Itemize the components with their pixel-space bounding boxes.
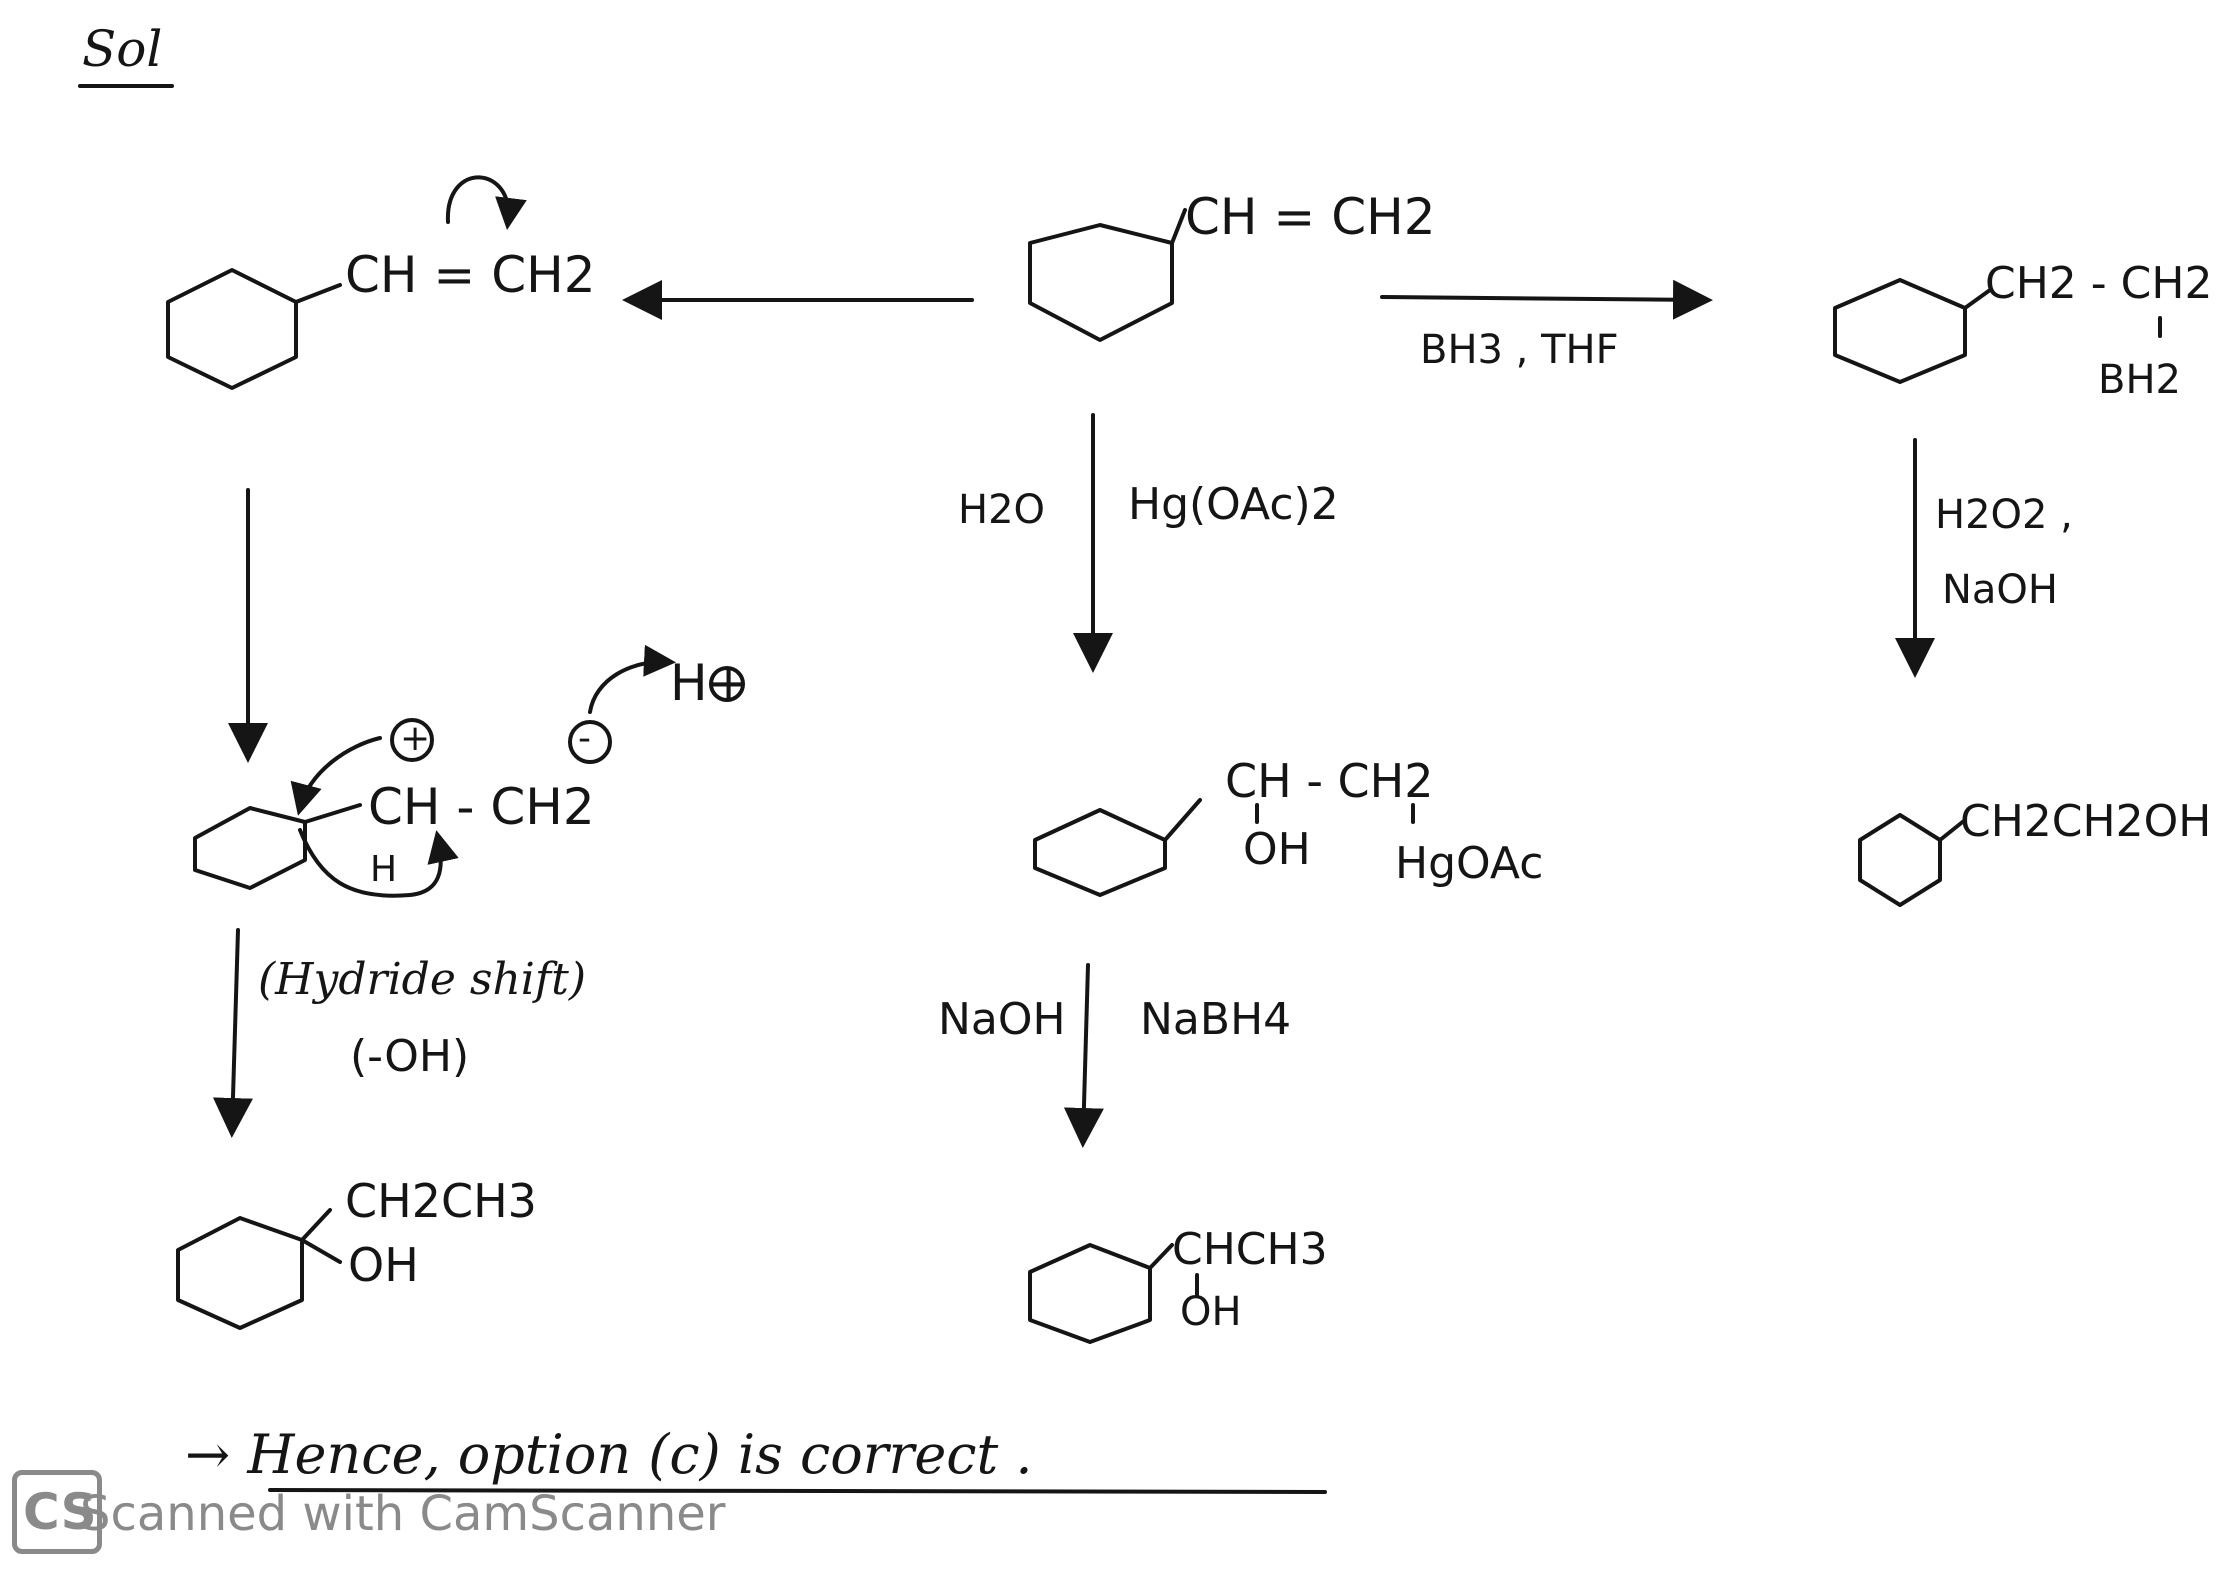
cyclohexane-ring-left-carbocation	[193, 806, 307, 890]
arrow-to-right	[1380, 279, 1713, 320]
camscanner-text: Scanned with CamScanner	[80, 1486, 726, 1542]
right-intermediate-bottom: BH2	[2098, 357, 2181, 403]
left-intermediate-group: CH - CH2	[368, 778, 595, 836]
middle-intermediate-top: CH - CH2	[1225, 754, 1434, 808]
middle-reagent-left-1: H2O	[958, 487, 1046, 533]
arrow-down-left-2	[212, 928, 253, 1138]
left-start-group: CH = CH2	[345, 246, 596, 304]
left-conditions-2: (-OH)	[350, 1031, 470, 1082]
middle-intermediate-hg: HgOAc	[1395, 838, 1544, 889]
bond-right-product	[1938, 818, 1967, 842]
cyclohexane-ring-middle-product	[1028, 1243, 1152, 1344]
hydride-loop-arrow	[298, 828, 459, 898]
left-product-group-1: CH2CH3	[345, 1174, 537, 1228]
curved-arrow-pi-bond	[445, 175, 527, 230]
bond-left-product-bottom	[300, 1238, 342, 1264]
middle-product-top: CHCH3	[1172, 1224, 1328, 1275]
bond-top-right	[1963, 288, 1992, 310]
plus-charge: +	[400, 718, 431, 759]
middle-product-oh: OH	[1180, 1289, 1242, 1335]
cyclohexane-ring-top-center	[1028, 223, 1174, 342]
minus-charge-circle	[568, 720, 612, 764]
cyclohexane-ring-top-left	[166, 268, 298, 390]
conclusion-underline	[268, 1488, 1327, 1494]
middle-reagent-right-2: NaBH4	[1140, 994, 1292, 1045]
bond-left-product-top	[300, 1208, 332, 1242]
bond-top-center	[1170, 208, 1187, 245]
cyclohexane-ring-middle-intermediate	[1033, 808, 1167, 897]
minus-charge: -	[578, 718, 591, 759]
right-reagent-1: BH3 , THF	[1420, 327, 1619, 373]
curved-arrow-hydride-shift	[290, 736, 382, 816]
camscanner-logo: CS	[12, 1470, 102, 1554]
right-product: CH2CH2OH	[1960, 796, 2212, 847]
left-conditions-1: (Hydride shift)	[258, 954, 586, 1005]
bond-top-left	[294, 283, 342, 304]
middle-reagent-right-1: Hg(OAc)2	[1128, 479, 1339, 530]
right-reagent-2b: NaOH	[1942, 567, 2058, 613]
right-intermediate-top: CH2 - CH2	[1985, 258, 2213, 309]
h-plus: H+	[670, 654, 750, 712]
cyclohexane-ring-left-product	[176, 1216, 304, 1330]
plus-charge-circle	[390, 718, 434, 762]
bond-left-carbocation	[303, 803, 362, 824]
bond-middle-intermediate	[1163, 798, 1202, 842]
cyclohexane-ring-top-right	[1833, 278, 1967, 384]
heading: Sol	[82, 20, 163, 78]
right-reagent-2a: H2O2 ,	[1935, 492, 2073, 538]
camscanner-watermark: CS Scanned with CamScanner	[12, 1464, 726, 1554]
cyclohexane-ring-right-product	[1858, 813, 1942, 907]
left-product-group-2: OH	[348, 1238, 419, 1292]
conclusion-text: → Hence, option (c) is correct .	[185, 1423, 1033, 1486]
top-center-group: CH = CH2	[1185, 188, 1436, 246]
arrow-down-middle-2	[1063, 963, 1104, 1148]
middle-intermediate-oh: OH	[1243, 824, 1311, 875]
h-plus-charge-circle	[709, 666, 745, 702]
curved-arrow-to-proton	[588, 644, 676, 714]
bond-middle-product	[1148, 1243, 1174, 1270]
middle-reagent-left-2: NaOH	[938, 994, 1066, 1045]
migrating-hydrogen: H	[370, 849, 398, 890]
